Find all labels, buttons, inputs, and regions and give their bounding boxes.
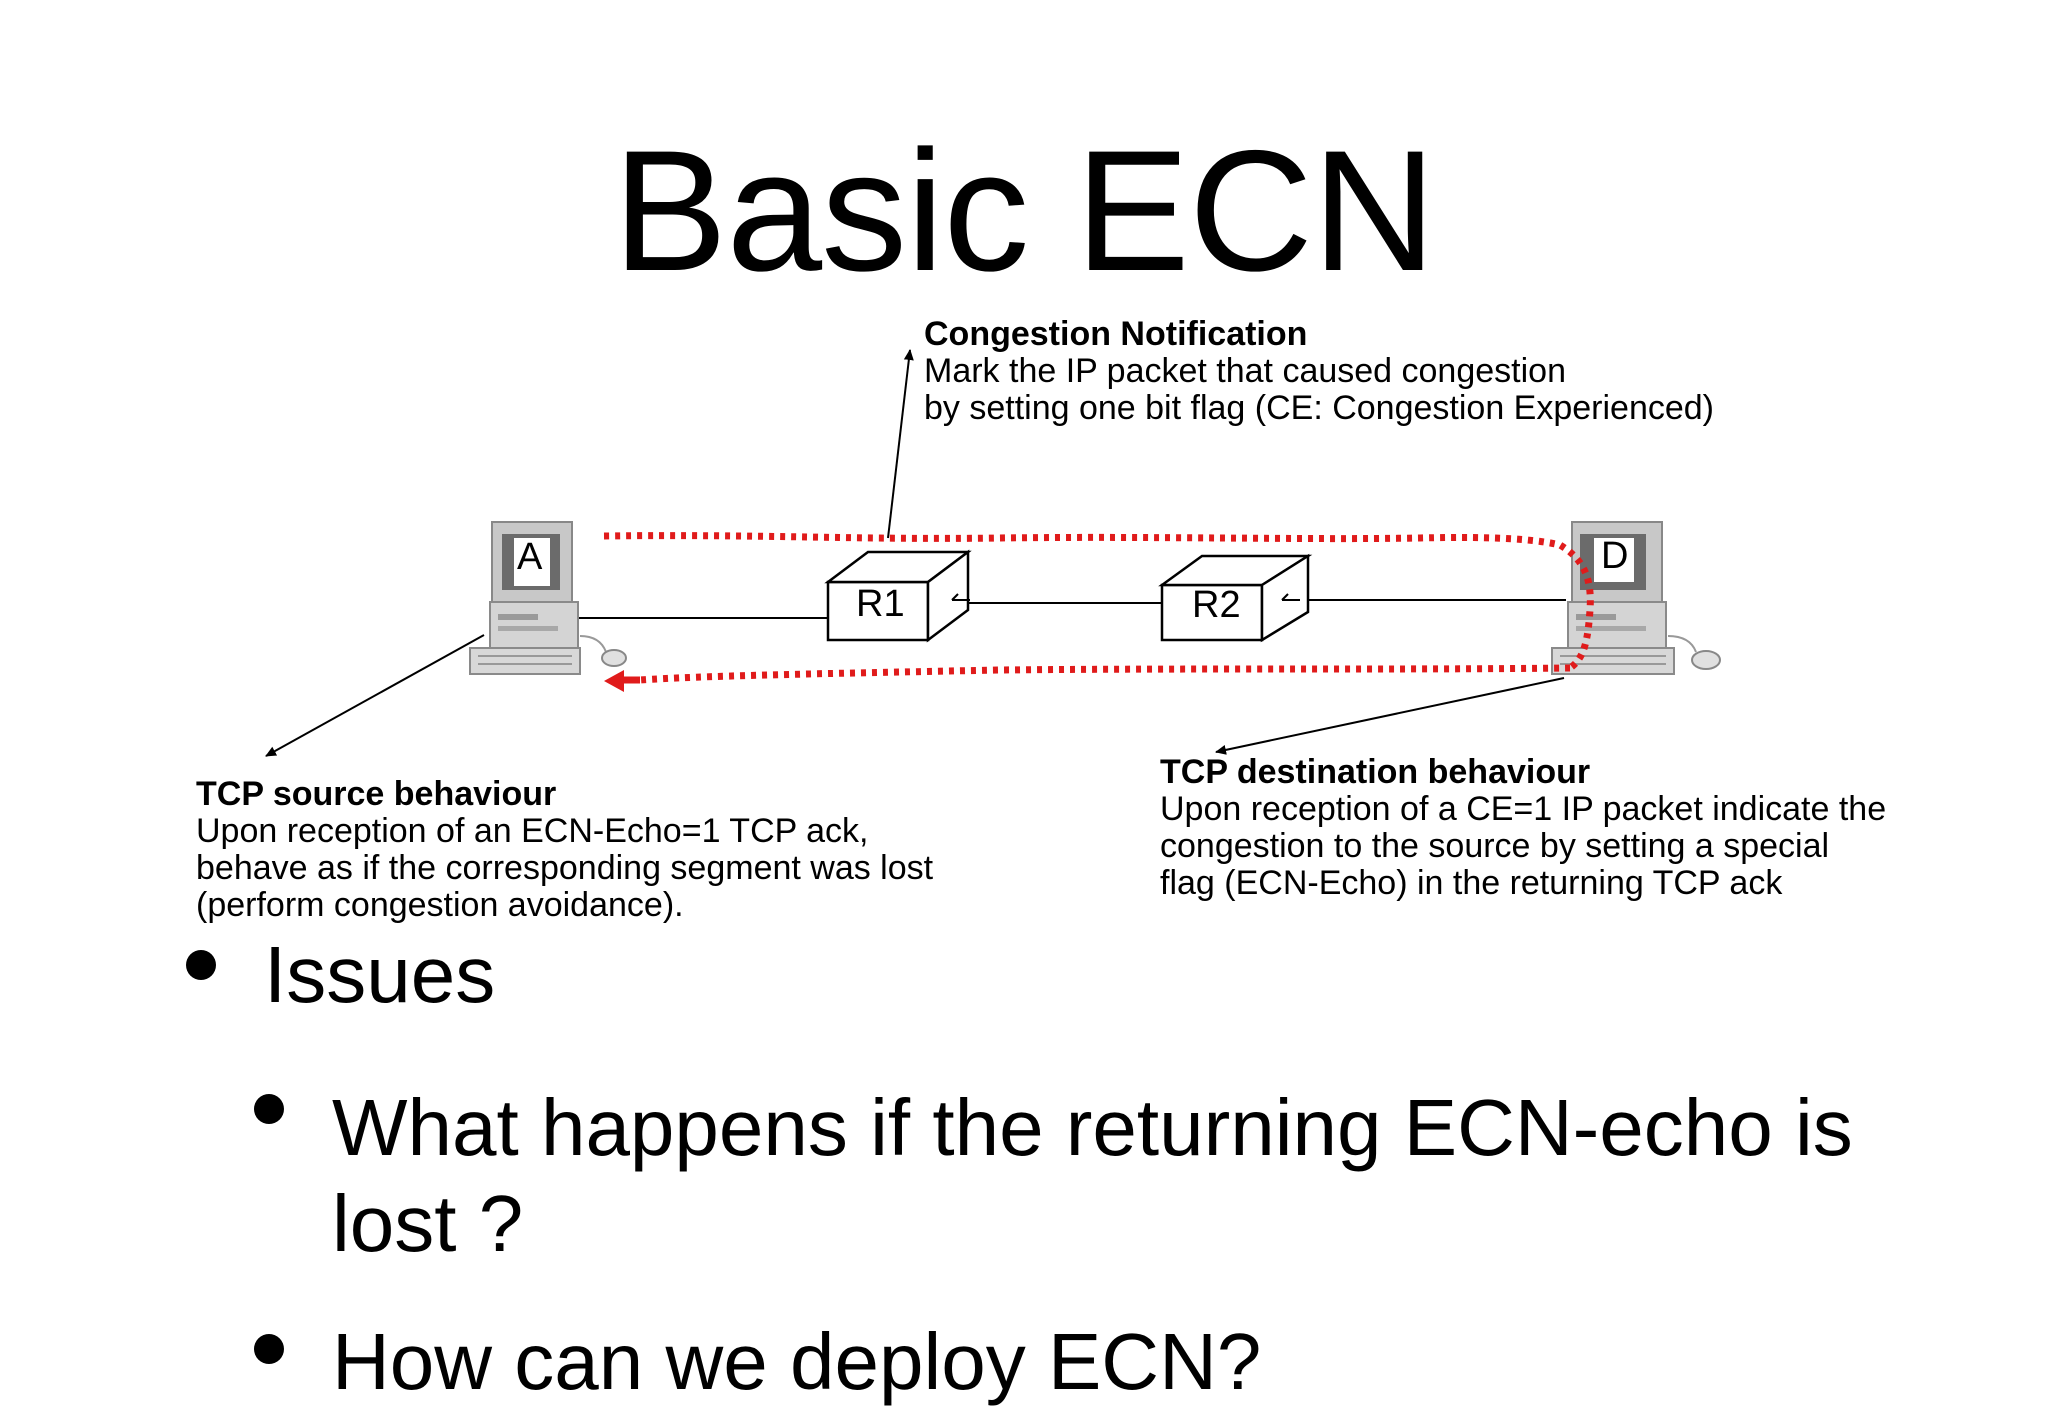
congestion-notification-callout: Congestion Notification Mark the IP pack… (924, 316, 1714, 427)
router-r1-icon (824, 549, 972, 643)
congestion-notification-arrow (887, 349, 914, 539)
tcp-destination-callout: TCP destination behaviour Upon reception… (1160, 754, 1886, 902)
return-ack-path (639, 664, 1571, 684)
tcp-destination-heading: TCP destination behaviour (1160, 753, 1591, 791)
tcp-source-line: (perform congestion avoidance). (196, 886, 684, 924)
slide-title: Basic ECN (612, 115, 1437, 307)
tcp-source-heading: TCP source behaviour (196, 775, 557, 813)
congestion-notification-heading: Congestion Notification (924, 315, 1308, 353)
tcp-source-callout: TCP source behaviour Upon reception of a… (196, 776, 933, 924)
forward-packet-path (603, 532, 1594, 671)
bullet-dot (186, 950, 216, 980)
tcp-source-line: Upon reception of an ECN-Echo=1 TCP ack, (196, 812, 869, 850)
computer-d-icon (1551, 521, 1721, 675)
tcp-destination-line: flag (ECN-Echo) in the returning TCP ack (1160, 864, 1783, 902)
bullet-issues: Issues (264, 930, 496, 1019)
host-a-label: A (517, 536, 543, 578)
congestion-notification-line: Mark the IP packet that caused congestio… (924, 352, 1566, 390)
tcp-destination-line: Upon reception of a CE=1 IP packet indic… (1160, 790, 1887, 828)
tcp-destination-line: congestion to the source by setting a sp… (1160, 827, 1830, 865)
bullet-dot (254, 1334, 284, 1364)
router-r2-icon (1158, 553, 1313, 643)
tcp-source-arrow (265, 634, 485, 757)
bullet-question-deploy: How can we deploy ECN? (332, 1317, 1262, 1406)
computer-a-icon (469, 521, 627, 675)
router-r1-label: R1 (856, 583, 905, 625)
congestion-notification-line: by setting one bit flag (CE: Congestion … (924, 389, 1715, 427)
bullet-dot (254, 1094, 284, 1124)
tcp-destination-arrow (1215, 677, 1565, 755)
bullet-question-lost-echo: What happens if the returning ECN-echo i… (332, 1083, 1853, 1268)
host-d-label: D (1601, 535, 1629, 577)
tcp-source-line: behave as if the corresponding segment w… (196, 849, 934, 887)
router-r2-label: R2 (1192, 584, 1241, 626)
return-arrowhead-icon (604, 670, 624, 692)
